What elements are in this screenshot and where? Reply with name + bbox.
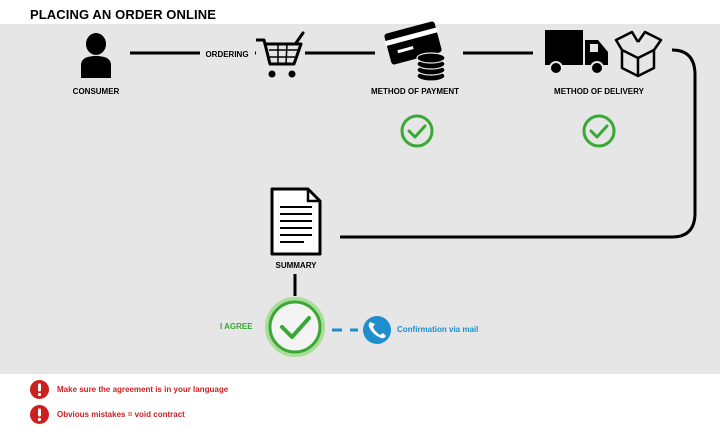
warning-language: Make sure the agreement is in your langu… [30, 380, 228, 399]
flow-connectors [130, 48, 697, 296]
warning-text: Obvious mistakes = void contract [57, 410, 185, 419]
confirmation-label: Confirmation via mail [397, 325, 479, 334]
check-circle-icon [582, 114, 616, 148]
warning-text: Make sure the agreement is in your langu… [57, 385, 229, 394]
ordering-label: ORDERING [205, 50, 249, 59]
agree-label: I AGREE [220, 322, 253, 331]
exclamation-icon [30, 405, 49, 424]
warning-mistakes: Obvious mistakes = void contract [30, 405, 185, 424]
page-title: PLACING AN ORDER ONLINE [30, 7, 216, 22]
shopping-cart-icon [256, 31, 305, 78]
open-box-icon [614, 30, 663, 78]
truck-icon [545, 30, 608, 75]
document-icon [270, 187, 322, 256]
diagram-panel [0, 24, 720, 374]
summary-label: SUMMARY [275, 261, 317, 270]
phone-icon [363, 316, 391, 344]
connector-delivery-summary [340, 48, 697, 239]
person-icon [81, 33, 111, 78]
check-circle-icon [400, 114, 434, 148]
credit-card-coins-icon [384, 21, 446, 82]
consumer-label: CONSUMER [72, 87, 120, 96]
exclamation-icon [30, 380, 49, 399]
delivery-label: METHOD OF DELIVERY [554, 87, 644, 96]
payment-label: METHOD OF PAYMENT [370, 87, 460, 96]
agree-check-icon [265, 297, 325, 357]
